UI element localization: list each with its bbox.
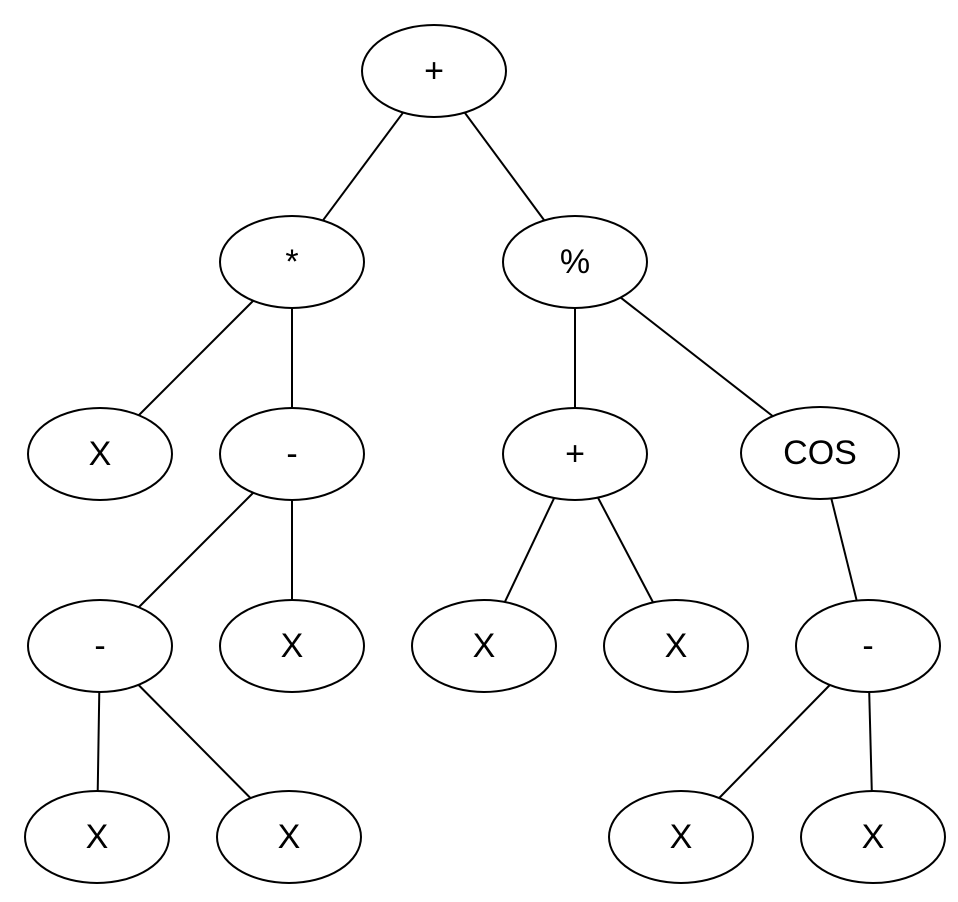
tree-node-n1: + [361, 24, 507, 118]
edge-n6-n10 [503, 497, 556, 603]
node-ellipse [219, 407, 365, 501]
tree-node-n10: X [411, 599, 557, 693]
node-label: X [862, 818, 885, 856]
tree-nodes: + *% X - + COS - X X X - X X X X [24, 24, 946, 884]
edge-n3-n7 [620, 296, 774, 417]
edge-n12-n15 [718, 684, 831, 799]
node-ellipse [24, 790, 170, 884]
edge-n8-n13 [96, 691, 101, 792]
tree-node-n3: % [502, 215, 648, 309]
tree-node-n6: + [502, 407, 648, 501]
node-ellipse [740, 406, 900, 500]
tree-node-n11: X [603, 599, 749, 693]
node-ellipse [27, 599, 173, 693]
node-label: X [473, 627, 496, 665]
node-label: COS [783, 434, 857, 472]
tree-node-n13: X [24, 790, 170, 884]
node-ellipse [608, 790, 754, 884]
tree-node-n4: X [27, 407, 173, 501]
tree-node-n14: X [216, 790, 362, 884]
node-label: X [89, 435, 112, 473]
node-label: + [424, 52, 444, 90]
tree-edges [96, 111, 873, 799]
node-ellipse [800, 790, 946, 884]
edge-n1-n2 [322, 111, 404, 222]
node-label: + [565, 435, 585, 473]
edge-n1-n3 [463, 112, 546, 221]
node-ellipse [219, 599, 365, 693]
tree-node-n9: X [219, 599, 365, 693]
node-label: X [665, 627, 688, 665]
node-label: % [560, 243, 590, 281]
node-label: - [286, 435, 297, 473]
node-ellipse [216, 790, 362, 884]
tree-node-n12: - [795, 599, 941, 693]
node-label: - [94, 627, 105, 665]
node-ellipse [603, 599, 749, 693]
node-label: - [862, 627, 873, 665]
node-ellipse [361, 24, 507, 118]
edge-n5-n8 [138, 492, 254, 608]
node-label: X [281, 627, 304, 665]
edge-n12-n16 [868, 691, 873, 792]
node-ellipse [411, 599, 557, 693]
tree-node-n5: - [219, 407, 365, 501]
tree-node-n16: X [800, 790, 946, 884]
tree-node-n2: * [219, 215, 365, 309]
edge-n8-n14 [137, 684, 252, 799]
node-label: X [86, 818, 109, 856]
tree-node-n15: X [608, 790, 754, 884]
node-ellipse [502, 407, 648, 501]
node-label: X [278, 818, 301, 856]
node-label: X [670, 818, 693, 856]
edge-n2-n4 [138, 300, 254, 416]
edge-n6-n11 [597, 497, 654, 603]
edge-n7-n12 [830, 498, 858, 601]
node-ellipse [219, 215, 365, 309]
node-ellipse [27, 407, 173, 501]
node-ellipse [795, 599, 941, 693]
tree-node-n8: - [27, 599, 173, 693]
tree-node-n7: COS [740, 406, 900, 500]
node-label: * [285, 243, 298, 281]
node-ellipse [502, 215, 648, 309]
